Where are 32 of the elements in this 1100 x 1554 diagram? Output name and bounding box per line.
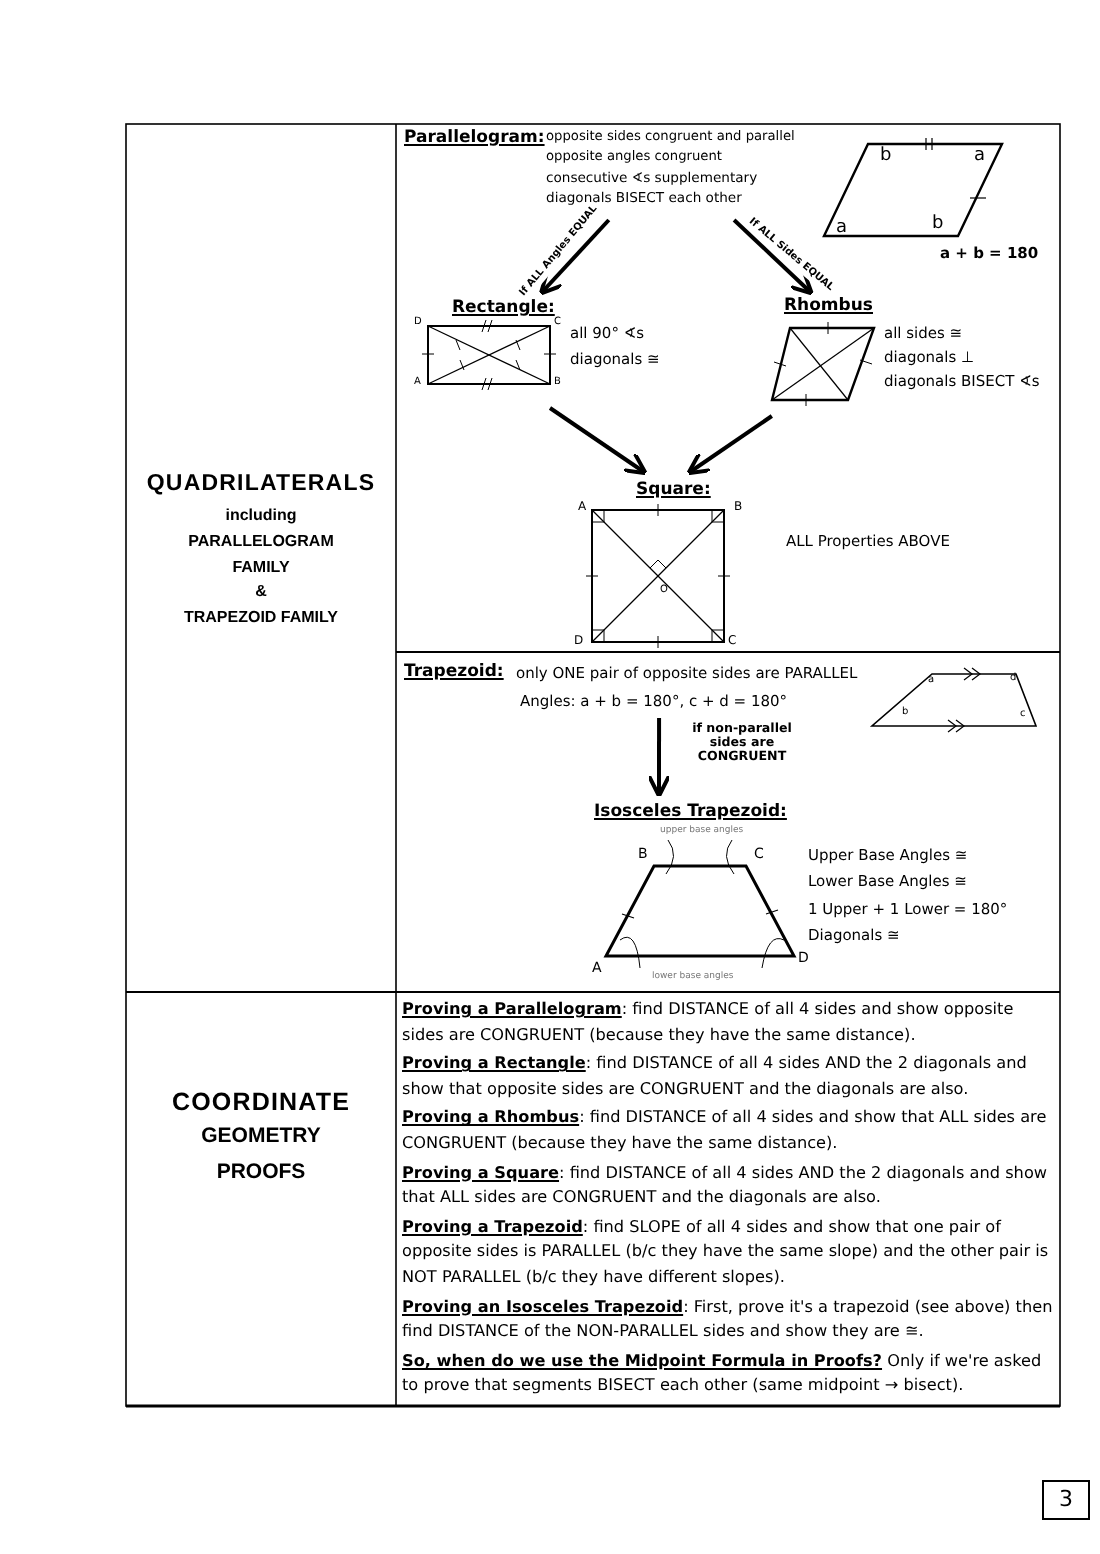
arrow (686, 414, 773, 476)
proof-paragraph: Proving a Rectangle: find DISTANCE of all 4 sides AND the 2 diagonals and show that opposite sides are CONGRUENT and the diagonals are also. (402, 1050, 1029, 1101)
section-subtitle: including (223, 506, 299, 525)
figure-letter: b (880, 146, 892, 167)
proof-paragraph: Proving a Square: find DISTANCE of all 4 sides AND the 2 diagonals and show that ALL sides are CONGRUENT and the diagonals are also. (402, 1159, 1050, 1210)
proof-paragraph: Proving a Trapezoid: find SLOPE of all 4 sides and show that one pair of opposite sides is PARALLEL (b/c they have the same slope) and the other pair is NOT PARALLEL (b/c they have different slopes). (402, 1213, 1051, 1290)
figure-letter: a (974, 146, 986, 167)
shape-heading: Parallelogram: (404, 128, 545, 149)
section-title: COORDINATE (169, 1088, 353, 1117)
proof-paragraph: Proving an Isosceles Trapezoid: First, prove it's a trapezoid (see above) then find DISTANCE of the NON-PARALLEL sides and show they are ≅. (402, 1293, 1055, 1344)
proof-paragraph: Proving a Parallelogram: find DISTANCE of all 4 sides and show opposite sides are CONGRUENT (because they have the same distance). (402, 996, 1016, 1047)
section-title: QUADRILATERALS (144, 472, 378, 499)
section-subtitle: FAMILY (230, 558, 292, 577)
arrow (548, 406, 648, 476)
section-subtitle: & (253, 582, 269, 601)
figure-letter: b (932, 214, 944, 235)
shape-heading: Trapezoid: (404, 662, 504, 683)
proof-paragraph: Proving a Rhombus: find DISTANCE of all 4 sides and show that ALL sides are CONGRUENT (because they have the same distance). (402, 1104, 1049, 1156)
arrow (732, 218, 814, 296)
proof-paragraph: So, when do we use the Midpoint Formula in Proofs? Only if we're asked to prove that segments BISECT each other (same midpoint → bisect). (402, 1347, 1044, 1398)
shape-heading: Square: (636, 480, 711, 501)
page-number: 3 (1042, 1480, 1090, 1520)
section-subtitle: TRAPEZOID FAMILY (181, 608, 341, 627)
section-subtitle: GEOMETRY (199, 1124, 323, 1149)
arrow (647, 718, 671, 798)
section-subtitle: PARALLELOGRAM (186, 532, 336, 551)
section-subtitle: PROOFS (214, 1160, 308, 1185)
arrow (538, 218, 611, 296)
shape-heading: Isosceles Trapezoid: (594, 802, 787, 823)
shape-heading: Rhombus (784, 296, 873, 317)
figure-letter: a (836, 218, 848, 239)
shape-heading: Rectangle: (452, 298, 555, 318)
